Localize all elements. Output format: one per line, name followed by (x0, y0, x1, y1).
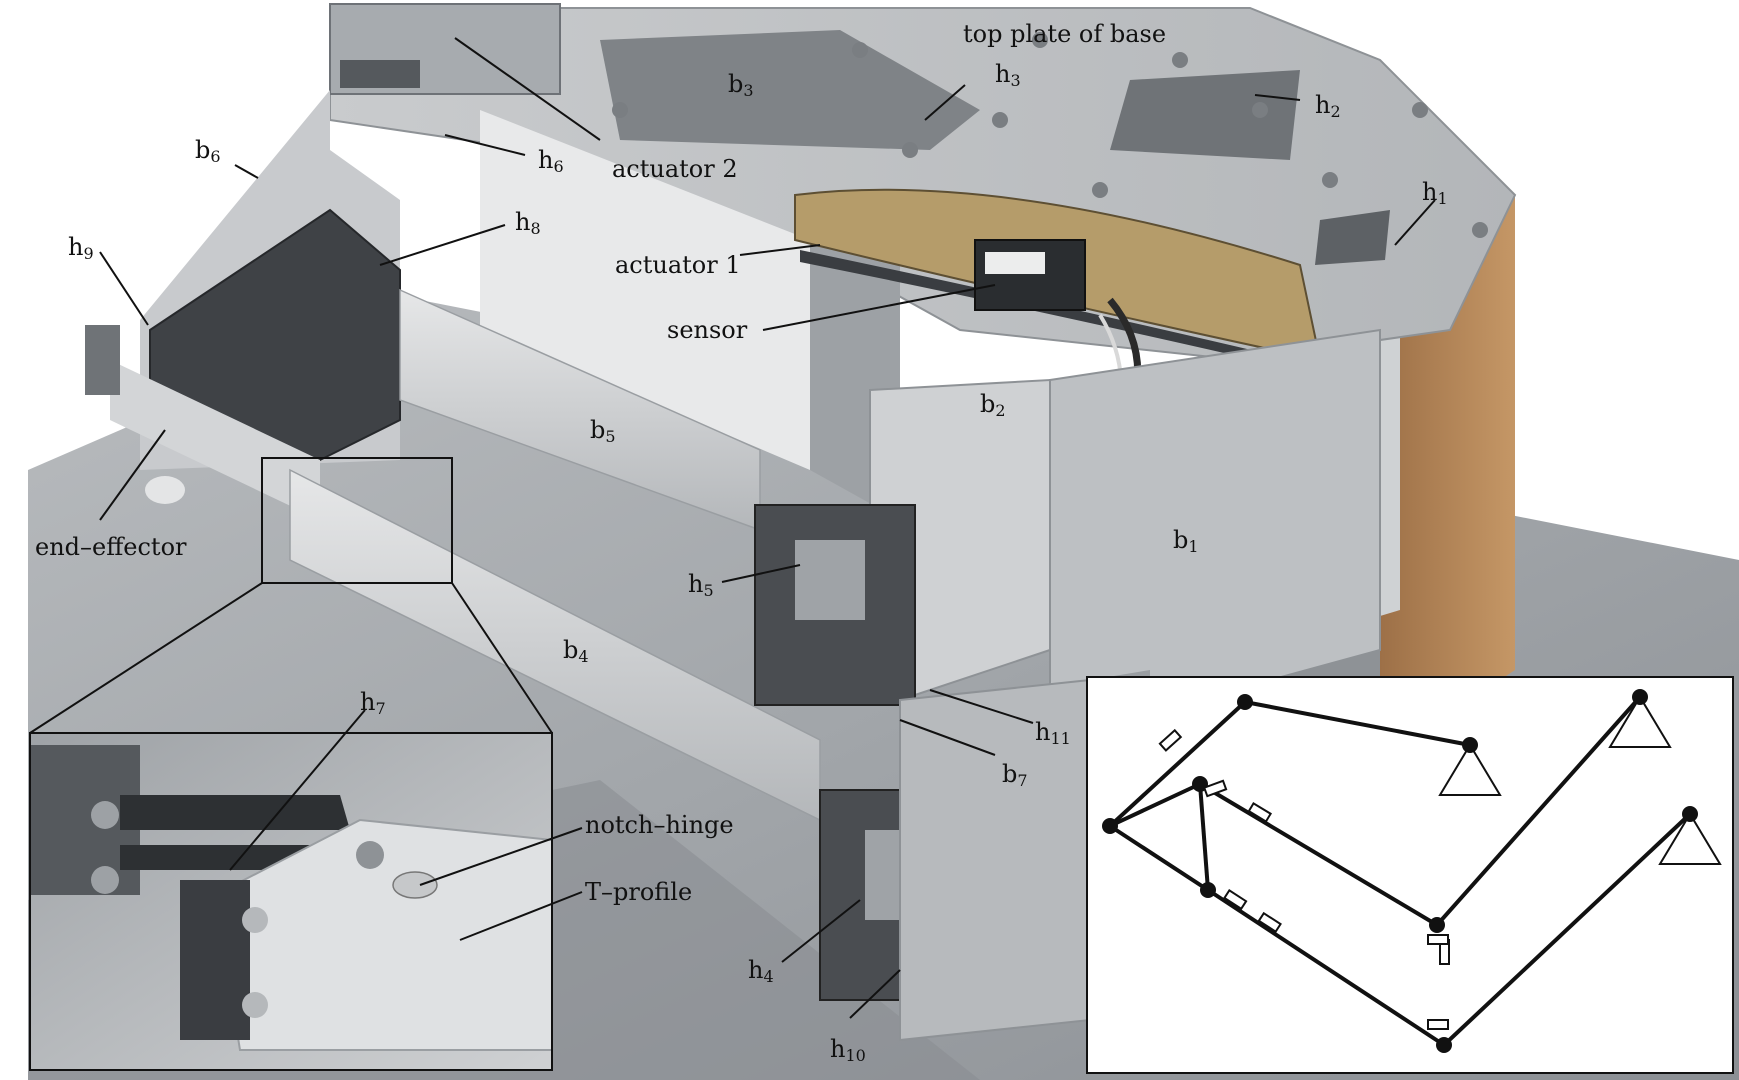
label-end-effector: end–effector (35, 533, 187, 561)
label-actuator-2: actuator 2 (612, 155, 738, 183)
label-h5-sub: 5 (703, 581, 714, 600)
label-b1-sub: 1 (1188, 537, 1199, 556)
schematic-inset (1086, 676, 1734, 1074)
label-h1: h1 (1422, 180, 1448, 207)
label-b5-sub: 5 (605, 427, 616, 446)
label-b3-sub: 3 (743, 81, 754, 100)
label-h7: h7 (360, 690, 386, 717)
label-b5: b5 (590, 418, 616, 445)
label-b7: b7 (1002, 762, 1028, 789)
inset-notch-hinge (392, 871, 438, 899)
plate-bolts (612, 32, 1488, 238)
label-h3-base: h (995, 60, 1011, 88)
label-b2: b2 (980, 392, 1006, 419)
label-b3: b3 (728, 72, 754, 99)
label-h10: h10 (830, 1037, 866, 1064)
leader-lines (99, 37, 1436, 1019)
plate-cutout-1 (1315, 210, 1390, 265)
label-b7-base: b (1002, 760, 1018, 788)
label-notch-hinge: notch–hinge (585, 811, 734, 839)
label-b6: b6 (195, 138, 221, 165)
label-h1-sub: 1 (1437, 189, 1448, 208)
label-b6-sub: 6 (210, 147, 221, 166)
label-h11: h11 (1035, 720, 1071, 747)
label-h7-sub: 7 (375, 699, 386, 718)
label-h7-base: h (360, 688, 376, 716)
label-b4-sub: 4 (578, 647, 589, 666)
support-foot (145, 476, 185, 504)
label-h4-sub: 4 (763, 967, 774, 986)
label-b4-base: b (563, 636, 579, 664)
label-h6: h6 (538, 148, 564, 175)
wooden-base-block (1380, 195, 1515, 760)
end-effector-bar (110, 360, 320, 520)
label-h9-sub: 9 (83, 244, 94, 263)
label-b2-base: b (980, 390, 996, 418)
central-pillar (480, 110, 810, 470)
label-h4: h4 (748, 958, 774, 985)
label-h10-sub: 10 (845, 1046, 866, 1065)
plate-cutout-3 (600, 30, 980, 150)
label-h9: h9 (68, 235, 94, 262)
label-b6-base: b (195, 136, 211, 164)
sensor (974, 239, 1086, 311)
label-h9-base: h (68, 233, 84, 261)
label-h8-sub: 8 (530, 219, 541, 238)
label-h2-sub: 2 (1330, 102, 1341, 121)
label-h8: h8 (515, 210, 541, 237)
label-h4-base: h (748, 956, 764, 984)
label-h8-base: h (515, 208, 531, 236)
label-b1: b1 (1173, 528, 1199, 555)
label-h1-base: h (1422, 178, 1438, 206)
label-h11-base: h (1035, 718, 1051, 746)
label-h6-sub: 6 (553, 157, 564, 176)
label-h2-base: h (1315, 91, 1331, 119)
label-sensor: sensor (667, 316, 748, 344)
label-b5-base: b (590, 416, 606, 444)
label-h11-sub: 11 (1050, 729, 1071, 748)
label-b1-base: b (1173, 526, 1189, 554)
label-b7-sub: 7 (1017, 771, 1028, 790)
label-b2-sub: 2 (995, 401, 1006, 420)
label-h2: h2 (1315, 93, 1341, 120)
plate-cutout-2 (1110, 70, 1300, 160)
label-h3-sub: 3 (1010, 71, 1021, 90)
label-b3-base: b (728, 70, 744, 98)
detail-inset (29, 732, 553, 1071)
label-h5-base: h (688, 570, 704, 598)
zoom-source-box (261, 457, 453, 584)
label-b4: b4 (563, 638, 589, 665)
label-h5: h5 (688, 572, 714, 599)
label-h10-base: h (830, 1035, 846, 1063)
label-h3: h3 (995, 62, 1021, 89)
label-top-plate: top plate of base (963, 20, 1167, 48)
label-actuator-1: actuator 1 (615, 251, 741, 279)
label-h6-base: h (538, 146, 554, 174)
label-t-profile: T–profile (585, 878, 693, 906)
